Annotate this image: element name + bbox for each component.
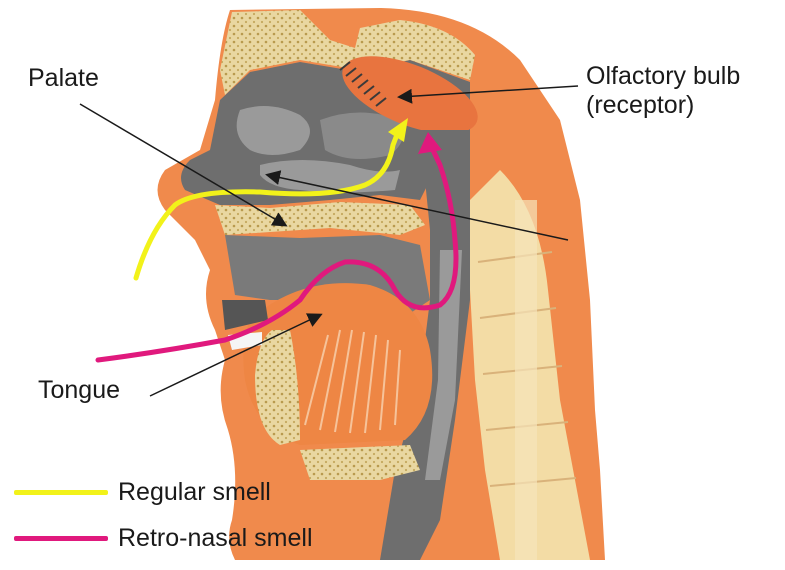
palate-label: Palate — [28, 64, 99, 93]
legend-swatch-retronasal-smell — [14, 536, 108, 541]
legend-label-retronasal-smell: Retro-nasal smell — [118, 524, 313, 553]
tongue-label: Tongue — [38, 376, 120, 405]
legend-item-regular-smell: Regular smell — [14, 478, 271, 507]
olfactory-bulb-label: Olfactory bulb (receptor) — [586, 62, 740, 120]
olfactory-bulb-label-line1: Olfactory bulb — [586, 62, 740, 91]
olfactory-bulb-label-line2: (receptor) — [586, 91, 740, 120]
legend-item-retronasal-smell: Retro-nasal smell — [14, 524, 313, 553]
legend-label-regular-smell: Regular smell — [118, 478, 271, 507]
legend-swatch-regular-smell — [14, 490, 108, 495]
